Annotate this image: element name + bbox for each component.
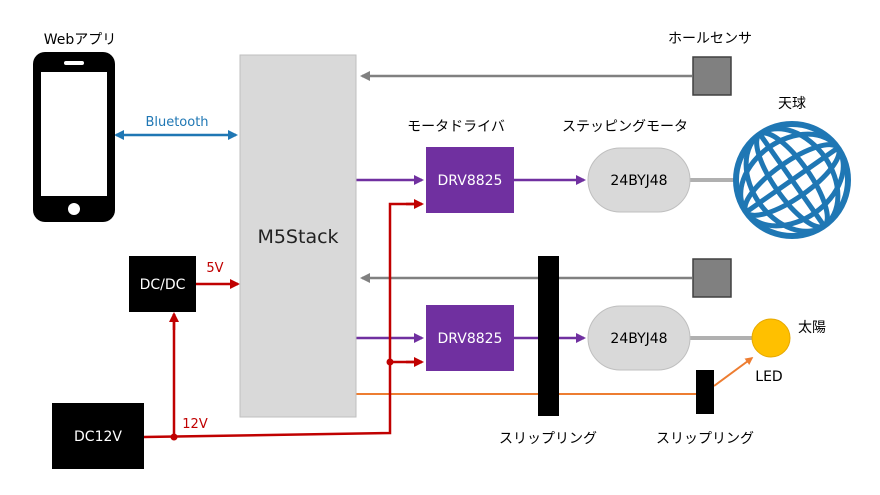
led-label: LED — [755, 369, 782, 385]
motor-1-label: 24BYJ48 — [610, 173, 667, 189]
dcdc-block — [129, 256, 196, 312]
sun-led — [751, 318, 791, 358]
driver-1-label: DRV8825 — [438, 173, 503, 189]
dcdc-label: DC/DC — [140, 277, 186, 293]
12v-label: 12V — [182, 417, 208, 432]
hall-sensor-label: ホールセンサ — [668, 31, 752, 47]
driver-1-block — [426, 147, 514, 213]
hall-sensor-2 — [692, 258, 732, 298]
hall-sensor-1 — [692, 56, 732, 96]
led-power-line-to-led — [713, 357, 754, 387]
webapp-label: Webアプリ — [44, 32, 117, 48]
smartphone-icon — [33, 52, 115, 222]
m5stack-block — [239, 54, 357, 418]
slip-ring-2 — [696, 370, 714, 414]
motor-1-block — [587, 147, 691, 213]
slip-ring-1-label: スリップリング — [499, 431, 597, 447]
celestial-globe-label: 天球 — [778, 96, 806, 112]
globe-icon — [733, 121, 851, 239]
slip-ring-1 — [538, 256, 559, 416]
bluetooth-label: Bluetooth — [145, 115, 208, 130]
motor-2-label: 24BYJ48 — [610, 331, 667, 347]
slip-ring-2-label: スリップリング — [656, 431, 754, 447]
m5stack-label: M5Stack — [257, 226, 338, 248]
dc12v-label: DC12V — [74, 429, 122, 445]
sun-label: 太陽 — [798, 320, 826, 336]
motor-2-block — [587, 305, 691, 371]
motor-driver-label: モータドライバ — [407, 119, 505, 135]
driver-2-block — [426, 305, 514, 371]
dc12v-block — [52, 403, 144, 469]
5v-label: 5V — [206, 261, 223, 276]
driver-2-label: DRV8825 — [438, 331, 503, 347]
stepper-motor-label: ステッピングモータ — [562, 119, 688, 135]
junction-drv2 — [386, 358, 394, 366]
junction-12v-dcdc — [170, 433, 178, 441]
